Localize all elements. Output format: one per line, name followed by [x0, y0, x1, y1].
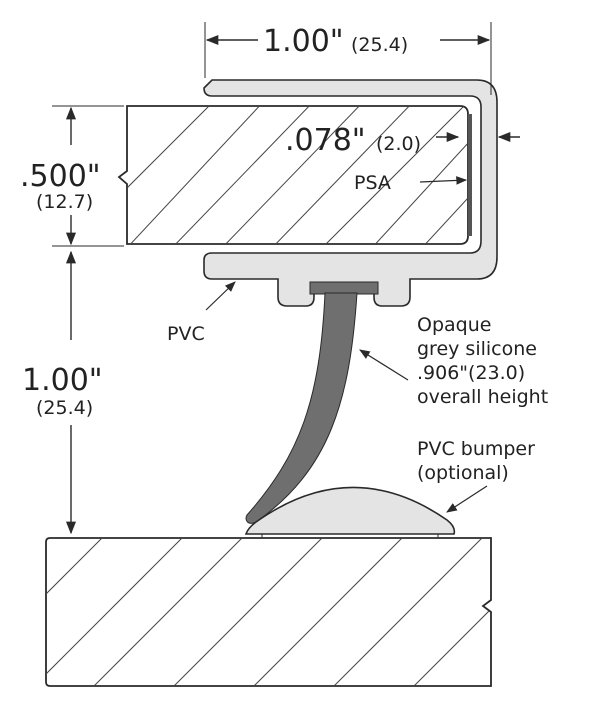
- gap-dimension: 1.00" (25.4): [22, 250, 103, 539]
- silicone-label-line: grey silicone: [417, 338, 537, 360]
- gap-inch-label: 1.00": [22, 363, 103, 398]
- silicone-label-line: .906"(23.0): [417, 362, 525, 384]
- silicone-label-line: Opaque: [417, 314, 491, 336]
- wall-mm-label: (2.0): [376, 133, 421, 155]
- width-dimension: 1.00" (25.4): [204, 22, 492, 95]
- pvc-bumper: [244, 486, 456, 538]
- glass-thickness-mm-label: (12.7): [36, 191, 93, 213]
- bumper-label: PVC bumper (optional): [417, 438, 541, 484]
- wall-thickness-dimension: .078" (2.0): [285, 123, 520, 158]
- width-inch-label: 1.00": [263, 24, 344, 59]
- pvc-label: PVC: [167, 323, 205, 345]
- pvc-callout: PVC: [167, 281, 236, 345]
- psa-strip: [468, 114, 472, 236]
- silicone-fin: [245, 281, 379, 524]
- glass-thickness-inch-label: .500": [20, 159, 101, 194]
- wall-inch-label: .078": [285, 123, 366, 158]
- bumper-callout: PVC bumper (optional): [417, 438, 541, 513]
- width-mm-label: (25.4): [351, 34, 408, 56]
- psa-callout: PSA: [354, 172, 468, 194]
- glass-thickness-dimension: .500" (12.7): [20, 105, 124, 247]
- pvc-extrusion: [203, 79, 498, 307]
- gap-mm-label: (25.4): [36, 397, 93, 419]
- floor-slab: [45, 537, 492, 687]
- bumper-label-line: PVC bumper: [417, 438, 535, 460]
- glass-panel: [117, 105, 469, 245]
- silicone-label: Opaque grey silicone .906"(23.0) overall…: [417, 314, 548, 408]
- psa-label: PSA: [354, 172, 391, 194]
- silicone-callout: Opaque grey silicone .906"(23.0) overall…: [359, 314, 548, 408]
- bumper-label-line: (optional): [417, 462, 509, 484]
- silicone-label-line: overall height: [417, 386, 548, 408]
